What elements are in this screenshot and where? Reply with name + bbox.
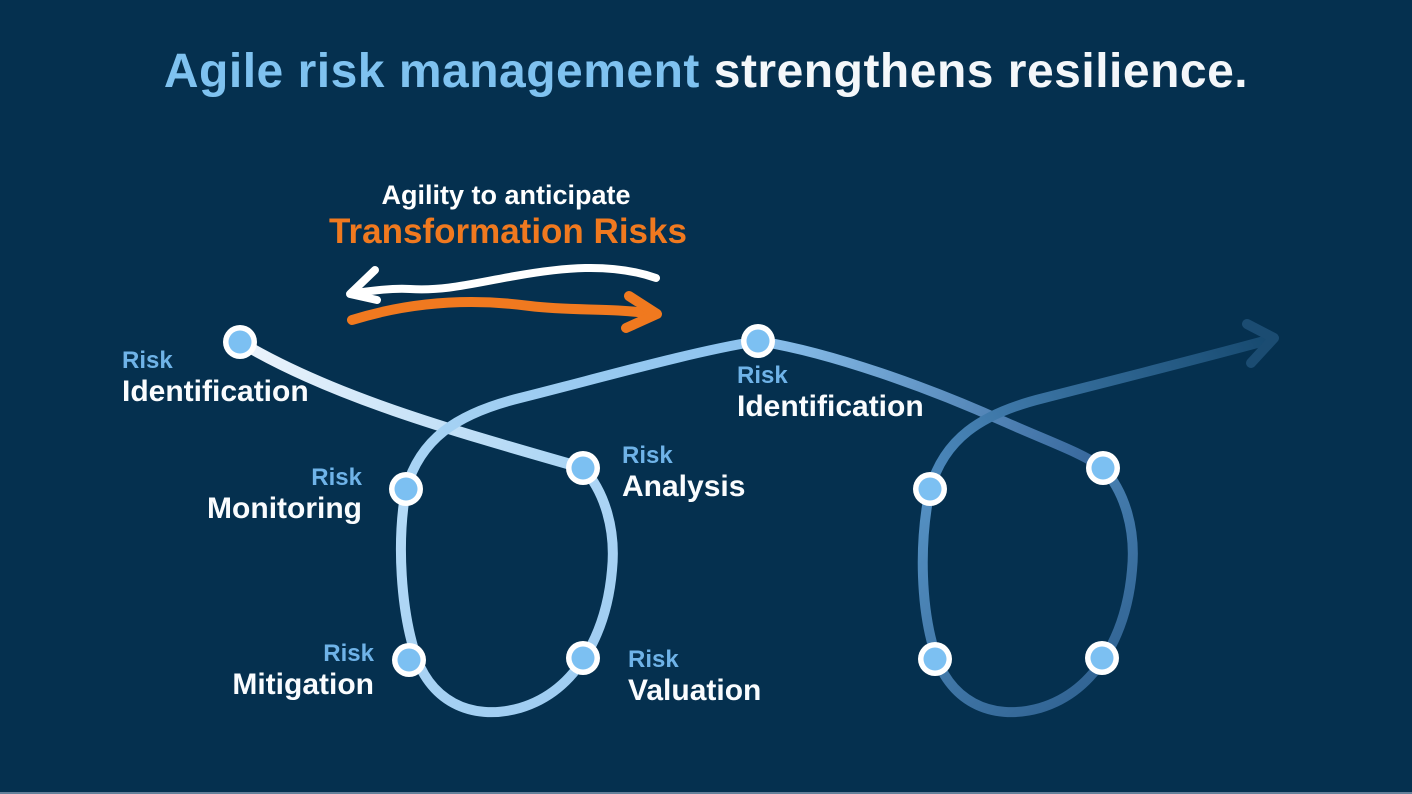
node-analysis: [566, 451, 600, 485]
node-loop2-upper-right: [1086, 451, 1120, 485]
label-risk-word: Risk: [311, 464, 362, 491]
label-stage-name: Monitoring: [207, 492, 362, 525]
orange-forward-arrowhead-icon: [621, 291, 662, 333]
loop2-exit-curve: [925, 335, 1273, 494]
node-loop2-lower-right: [1085, 641, 1119, 675]
label-stage-name: Analysis: [622, 470, 746, 503]
annotation-line1: Agility to anticipate: [381, 180, 631, 210]
node-identification-2: [741, 324, 775, 358]
node-valuation: [566, 641, 600, 675]
label-risk-mitigation: Risk Mitigation: [232, 642, 374, 700]
label-stage-name: Identification: [122, 375, 309, 408]
label-stage-name: Mitigation: [232, 668, 374, 701]
label-risk-analysis: Risk Analysis: [622, 444, 745, 502]
label-risk-word: Risk: [323, 640, 374, 667]
title-highlight: Agile risk management: [163, 45, 700, 98]
loop1-exit-curve: [401, 336, 763, 494]
label-risk-identification-2: Risk Identification: [737, 364, 924, 422]
label-risk-word: Risk: [122, 347, 173, 374]
white-back-arrow-line: [351, 263, 660, 297]
orange-forward-arrow-line: [347, 297, 651, 325]
node-loop2-upper-left: [913, 472, 947, 506]
node-identification-1: [223, 325, 257, 359]
milestone-nodes: [223, 324, 1120, 677]
label-risk-identification-1: Risk Identification: [122, 349, 309, 407]
loop2-body-curve: [917, 463, 1138, 718]
loop1-body-curve: [395, 463, 618, 718]
label-risk-word: Risk: [628, 646, 679, 673]
title-rest: strengthens resilience.: [699, 45, 1249, 98]
node-loop2-lower-left: [918, 642, 952, 676]
label-risk-monitoring: Risk Monitoring: [207, 466, 362, 524]
node-mitigation: [392, 643, 426, 677]
page-title: Agile risk management strengthens resili…: [0, 44, 1412, 99]
bottom-edge-strip: [0, 792, 1412, 794]
label-stage-name: Valuation: [628, 674, 762, 707]
node-monitoring: [389, 472, 423, 506]
loop2-entry-curve: [753, 336, 1108, 473]
loop1-entry-curve: [234, 336, 589, 474]
annotation-line2: Transformation Risks: [329, 212, 687, 251]
label-risk-word: Risk: [737, 362, 788, 389]
flow-arrowhead-icon: [1242, 319, 1279, 368]
label-risk-word: Risk: [622, 442, 673, 469]
white-back-arrowhead-icon: [346, 266, 381, 304]
label-risk-valuation: Risk Valuation: [628, 648, 761, 706]
label-stage-name: Identification: [737, 390, 924, 423]
